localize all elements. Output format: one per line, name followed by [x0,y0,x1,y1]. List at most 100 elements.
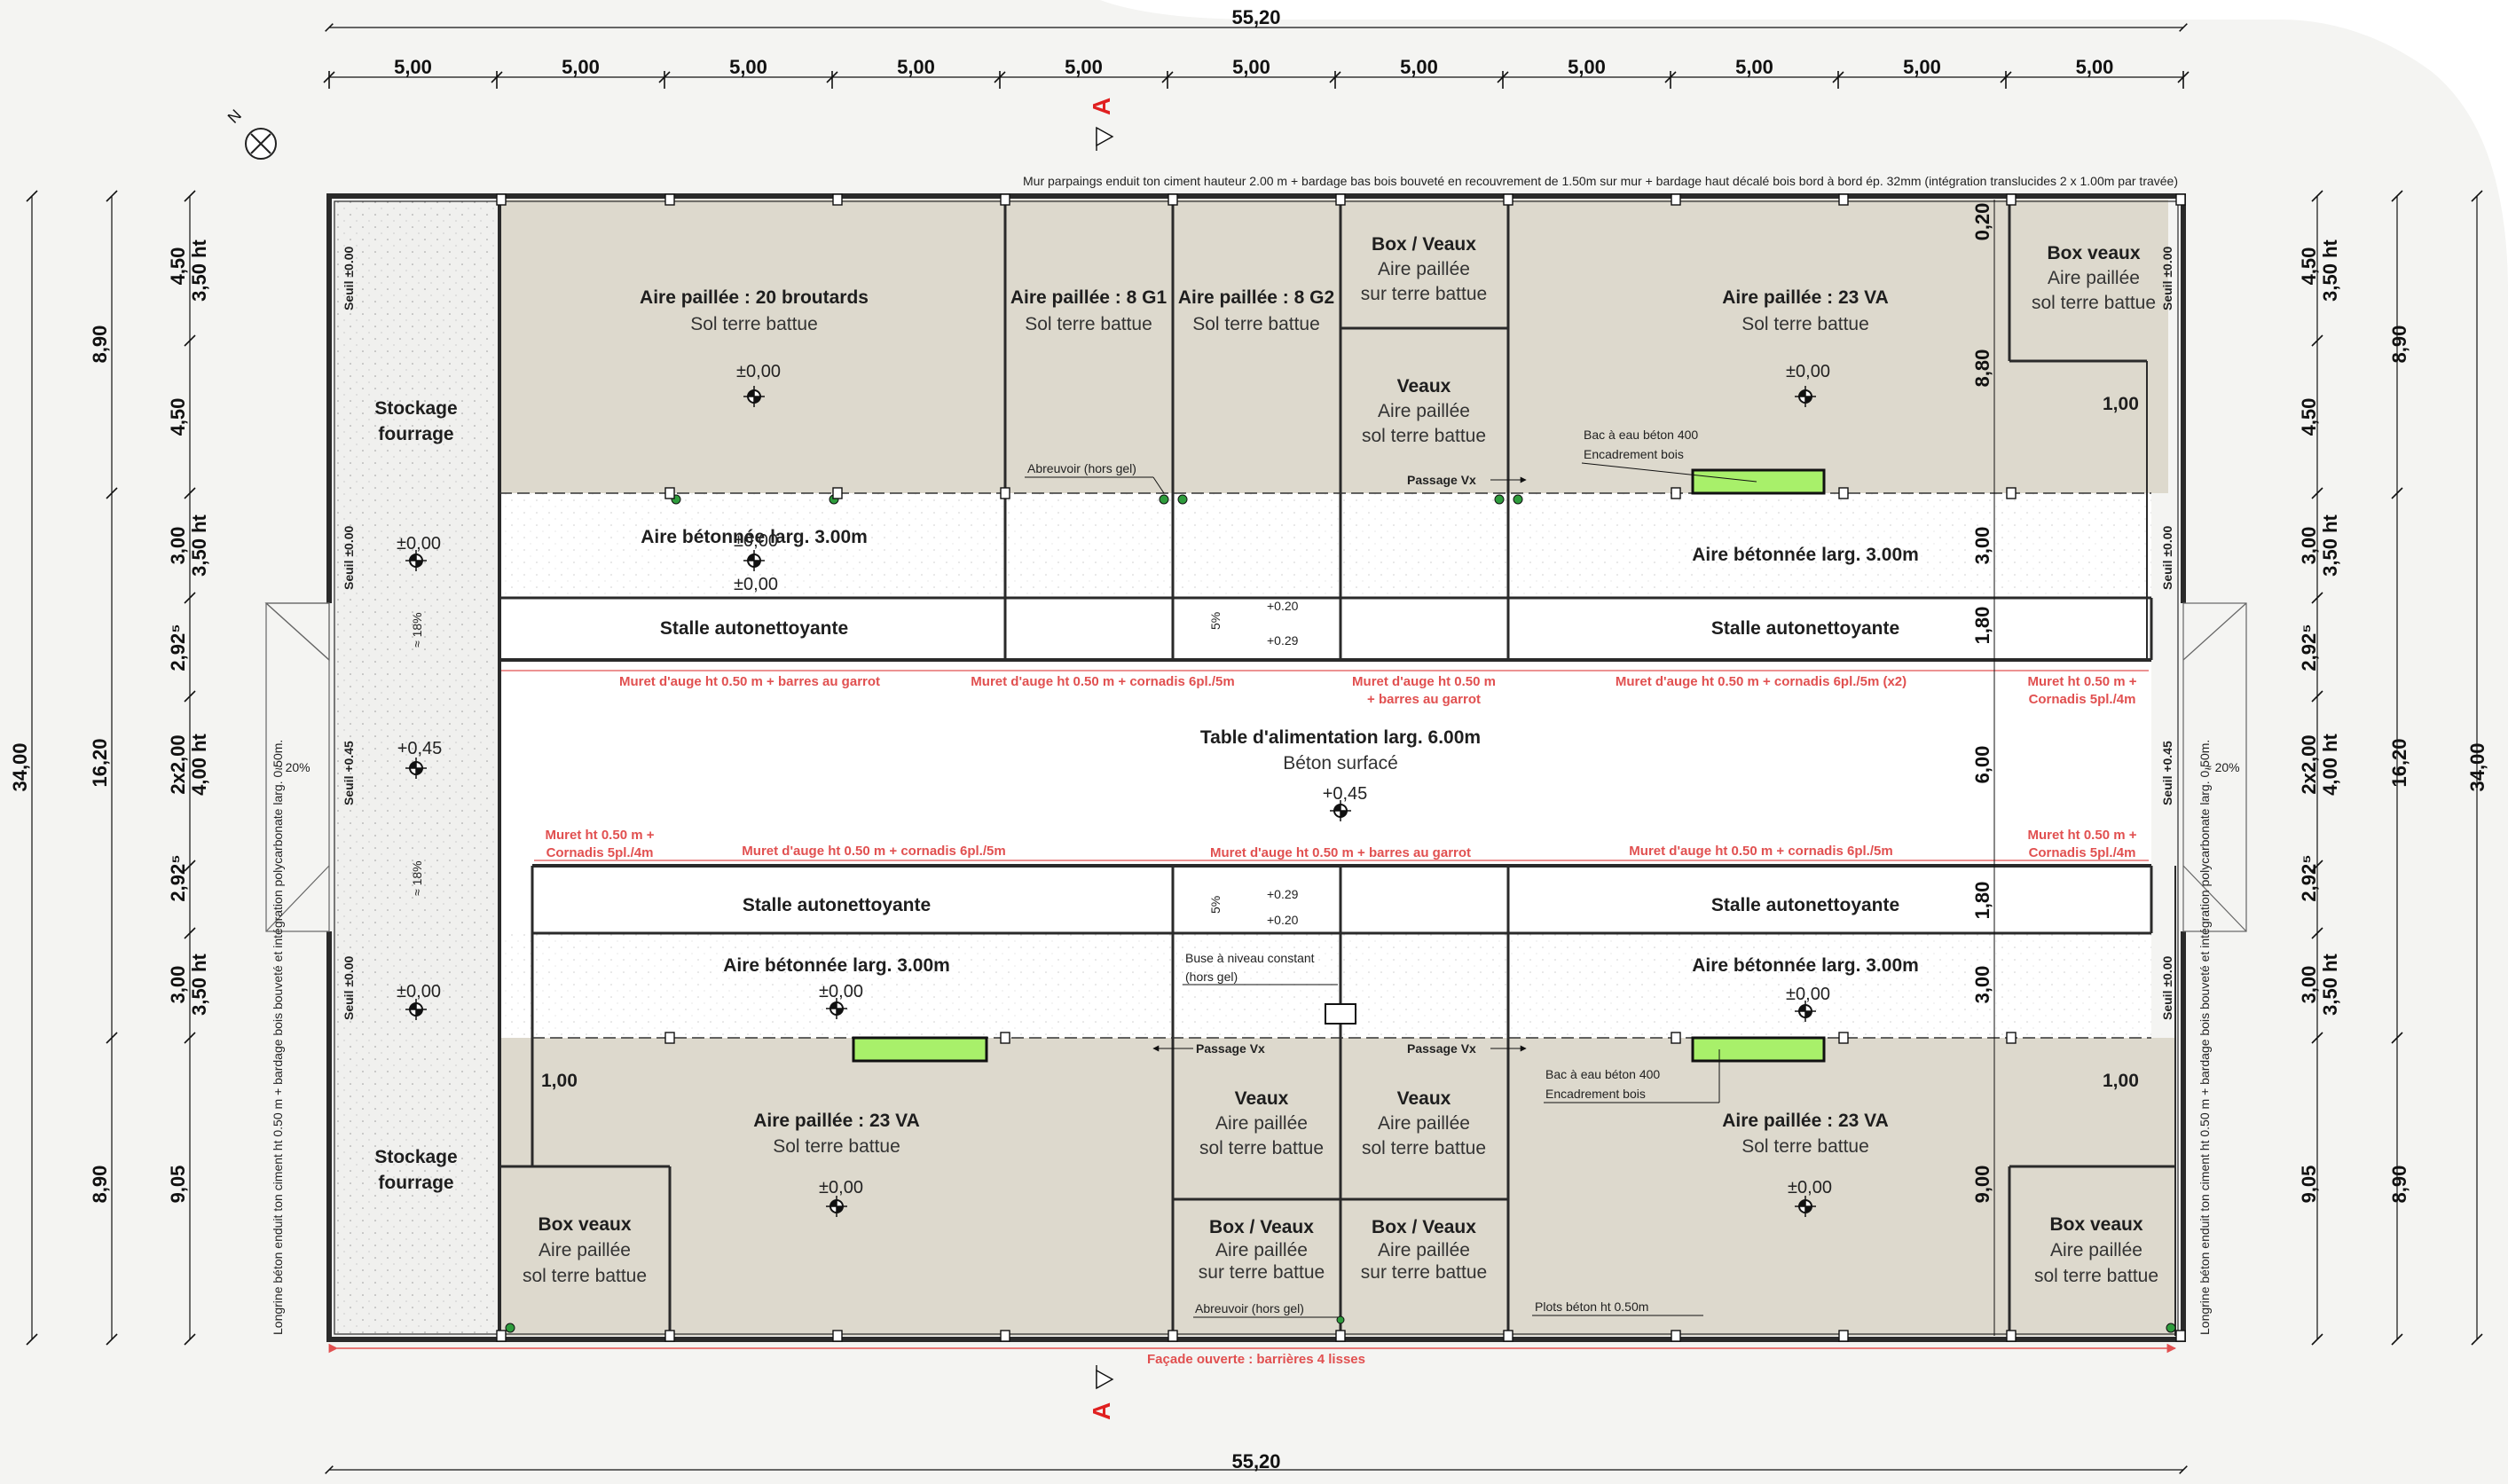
stock-level-3: ±0,00 [397,982,441,1001]
side-dims: 34,00 34,00 8,90 16,20 8,90 8,90 16,20 8… [9,326,2488,1204]
height-label-left: 3,50 ht [188,953,210,1015]
dim-ticks [26,71,2483,1346]
z7-title: Box veaux [2047,243,2140,263]
chain-tick [2391,1333,2403,1346]
muret-1: Muret d'auge ht 0.50 m + barres au garro… [619,674,880,689]
table-level: +0,45 [1323,784,1368,804]
post [1000,1032,1010,1044]
chain-tick [106,190,118,202]
seuil-1: Seuil ±0.00 [342,247,356,310]
chain-label-left: 3,00 [167,527,189,565]
post [1671,1032,1681,1044]
chain-label-left: 2,92⁵ [167,854,189,901]
stockage-bot-l2: fourrage [378,1173,453,1193]
z12-title: Box / Veaux [1209,1217,1314,1237]
bay-dim-label: 5,00 [1903,56,1941,78]
chain-tick [2311,860,2323,872]
bac-bot-2: Encadrement bois [1545,1087,1646,1101]
straw-bottom [499,1038,2168,1336]
chain-label-right: 4,50 [2298,247,2320,286]
chain-label-left: 4,50 [167,398,189,436]
muret-9: Muret d'auge ht 0.50 m + cornadis 6pl./5… [1629,844,1892,859]
inner-chain-label: 1,80 [1971,882,1993,920]
post [664,1032,675,1044]
post [664,193,675,206]
z15-title: Box veaux [2049,1214,2142,1235]
chain-tick [26,1333,38,1346]
post [832,193,843,206]
trough-bottom-left [852,1036,988,1063]
z5-sub1: Aire paillée [1378,401,1470,421]
dim-1620-r: 16,20 [2388,738,2410,787]
chain-label-right: 9,05 [2298,1166,2320,1204]
chain-tick [2311,487,2323,499]
stalle-bl: Stalle autonettoyante [743,895,931,915]
post [1503,193,1513,206]
post [664,487,675,499]
bac-top-2: Encadrement bois [1584,447,1684,461]
chain-label-left: 4,50 [167,247,189,286]
dim-34-left: 34,00 [9,742,31,791]
z4-title: Box / Veaux [1372,234,1476,255]
post [2006,487,2017,499]
chain-label-left: 9,05 [167,1166,189,1204]
chain-tick [2311,690,2323,703]
chain-tick [2391,487,2403,499]
dim-total-top: 55,20 [1231,6,1280,28]
post [1838,1330,1849,1342]
left-dim-chain: 4,504,503,002,92⁵2x2,002,92⁵3,009,053,50… [167,239,210,1203]
straw-bottom-right [2005,1038,2175,1336]
dim-1620-l: 16,20 [89,738,111,787]
post [2175,1330,2186,1342]
concrete-tr-title: Aire bétonnée larg. 3.00m [1692,545,1919,565]
side-note-right: Longrine béton enduit ton ciment ht 0.50… [2197,740,2212,1335]
p029-bot: +0.29 [1267,887,1299,901]
z14-title: Aire paillée : 23 VA [1722,1111,1889,1131]
passage-bl: Passage Vx [1196,1041,1265,1056]
z12-sub1: Aire paillée [1215,1240,1308,1260]
section-marker-top: A [1088,98,1115,151]
z1-level: ±0,00 [736,362,781,381]
post [1000,487,1010,499]
bay-dim-label: 5,00 [562,56,600,78]
seuil-2: Seuil ±0.00 [342,526,356,590]
z14-level: ±0,00 [1788,1178,1832,1197]
muret-6a: Muret ht 0.50 m + [546,828,655,843]
z4-sub1: Aire paillée [1378,259,1470,279]
chain-label-right: 3,00 [2298,527,2320,565]
post [1335,1330,1346,1342]
z10-sub1: Aire paillée [1215,1113,1308,1134]
height-label-left: 3,50 ht [188,239,210,301]
slope20-right: ≈ 20% [2205,760,2240,774]
z3-sub: Sol terre battue [1192,314,1320,334]
dim-texts: 55,20 55,20 [1231,6,1280,1472]
z3-title: Aire paillée : 8 G2 [1178,287,1334,308]
chain-tick [2471,190,2483,202]
muret-5a: Muret ht 0.50 m + [2028,674,2137,689]
height-label-right: 3,50 ht [2319,514,2341,576]
stalle-br: Stalle autonettoyante [1711,895,1899,915]
bay-dim-label: 5,00 [2076,56,2114,78]
inner-dim-chain: 0,208,803,001,806,001,803,009,00 [1971,200,1995,1336]
muret-8: Muret d'auge ht 0.50 m + barres au garro… [1210,845,1471,860]
post [1000,1330,1010,1342]
straw-top-left [499,200,2168,493]
murets: Muret d'auge ht 0.50 m + barres au garro… [546,674,2137,860]
passage-top: Passage Vx [1407,473,1476,487]
z15-sub1: Aire paillée [2050,1240,2142,1260]
chain-tick [2311,190,2323,202]
drinkers [505,494,2176,1333]
inner-chain-label: 6,00 [1971,746,1993,784]
right-dim-chain: 4,504,503,002,92⁵2x2,002,92⁵3,009,053,50… [2298,239,2341,1203]
chain-tick [2391,190,2403,202]
buse-1: Buse à niveau constant [1185,951,1315,965]
z12-sub2: sur terre battue [1199,1262,1325,1283]
z2-title: Aire paillée : 8 G1 [1010,287,1168,308]
concrete-bl-title: Aire bétonnée larg. 3.00m [723,955,950,976]
post [1168,193,1178,206]
post [2175,193,2186,206]
chain-label-left: 2,92⁵ [167,624,189,671]
z1-title: Aire paillée : 20 broutards [640,287,869,308]
facade-label: Façade ouverte : barrières 4 lisses [1147,1352,1365,1367]
